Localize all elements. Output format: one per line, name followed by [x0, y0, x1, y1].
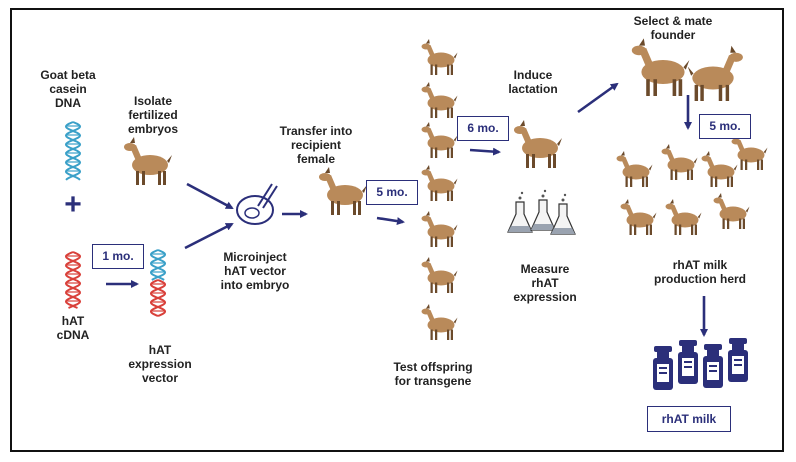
- plus-sign: +: [64, 188, 82, 221]
- herd-goat-icon: [665, 199, 702, 235]
- offspring-goat-icon: [421, 165, 458, 201]
- goat-dna-label: Goat beta casein DNA: [40, 68, 96, 110]
- lactating-goat-icon: [514, 120, 562, 168]
- expression-vector-helix-icon: [149, 249, 167, 317]
- mate-goat-icon: [687, 45, 743, 101]
- arrow-to-founder: [577, 82, 619, 114]
- hat-vector-label: hAT expression vector: [128, 343, 192, 385]
- arrow-embryos-to-injection: [186, 182, 234, 210]
- arrow-to-lactation: [469, 147, 501, 156]
- goat-dna-helix-icon: [64, 121, 82, 181]
- herd-goat-icon: [616, 151, 653, 187]
- select-mate-label: Select & mate founder: [633, 14, 713, 42]
- offspring-goat-icon: [421, 82, 458, 118]
- offspring-goat-icon: [421, 122, 458, 158]
- duration-1-badge: 1 mo.: [92, 244, 144, 269]
- offspring-goat-icon: [421, 39, 458, 75]
- duration-2-badge: 5 mo.: [366, 180, 418, 205]
- offspring-goat-icon: [421, 304, 458, 340]
- transfer-label: Transfer into recipient female: [279, 124, 353, 166]
- offspring-goat-icon: [421, 211, 458, 247]
- rhat-milk-label: rhAT milk: [647, 406, 731, 432]
- herd-goat-icon: [701, 151, 738, 187]
- lab-flasks-icon: [507, 189, 576, 235]
- test-offspring-label: Test offspring for transgene: [393, 360, 473, 388]
- herd-goat-icon: [661, 144, 698, 180]
- recipient-female-goat-icon: [319, 167, 367, 215]
- embryo-injection-icon: [236, 183, 278, 225]
- isolate-embryos-label: Isolate fertilized embryos: [127, 94, 179, 136]
- production-herd: [616, 134, 768, 235]
- duration-3-badge: 6 mo.: [457, 116, 509, 141]
- herd-goat-icon: [713, 193, 750, 229]
- microinject-label: Microinject hAT vector into embryo: [220, 250, 290, 292]
- offspring-goats: [421, 39, 458, 340]
- herd-label: rhAT milk production herd: [654, 258, 746, 286]
- offspring-goat-icon: [421, 257, 458, 293]
- measure-expression-label: Measure rhAT expression: [513, 262, 577, 304]
- arrow-vector-to-injection: [184, 222, 234, 250]
- embryo-donor-goat-icon: [124, 137, 172, 185]
- induce-lactation-label: Induce lactation: [508, 68, 558, 96]
- founder-goat-icon: [631, 38, 690, 96]
- hat-cdna-label: hAT cDNA: [56, 314, 90, 342]
- duration-4-badge: 5 mo.: [699, 114, 751, 139]
- milk-bottles-icon: [653, 338, 748, 390]
- process-arrows: [106, 82, 708, 337]
- hat-cdna-helix-icon: [64, 251, 82, 309]
- arrow-to-offspring: [376, 216, 405, 226]
- herd-goat-icon: [620, 199, 657, 235]
- herd-goat-icon: [731, 134, 768, 170]
